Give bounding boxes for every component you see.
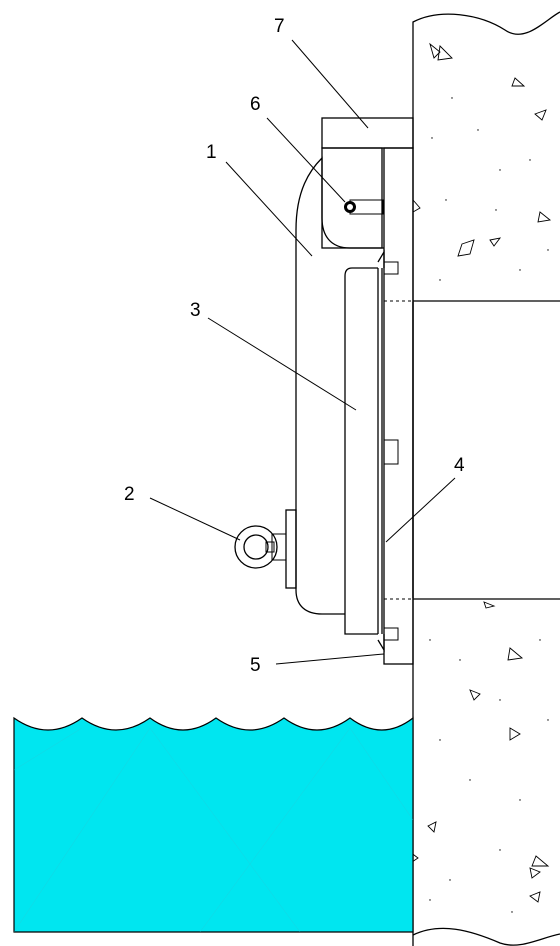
concrete-aggregate [409,42,552,903]
lug-top [383,261,399,275]
water-shading [13,727,414,933]
callout-5: 5 [250,655,261,676]
lifting-ring-outer-icon [234,525,278,569]
callout-7: 7 [274,16,285,37]
concrete-speckles [429,97,549,913]
lifting-lug [234,509,297,589]
lug-middle [383,439,399,465]
callout-3: 3 [190,300,201,321]
callout-1: 1 [206,142,217,163]
leader-lines [149,39,456,665]
hinge-pin [344,199,384,215]
callout-labels: 7 6 1 3 2 4 5 [124,16,465,676]
wall-outline-bottom [412,927,560,946]
water-body [13,716,414,933]
callout-6: 6 [250,94,261,115]
top-bracket [321,117,414,249]
cover-plate [344,267,378,635]
gate-body [295,156,384,615]
water-fill [13,716,414,933]
callout-4: 4 [454,455,465,476]
wall-outline-top [412,11,560,946]
seat-plate [377,147,414,665]
callout-2: 2 [124,484,135,505]
lug-bottom [383,627,399,641]
lug-plate [285,509,297,589]
lifting-ring-inner-icon [243,534,269,560]
